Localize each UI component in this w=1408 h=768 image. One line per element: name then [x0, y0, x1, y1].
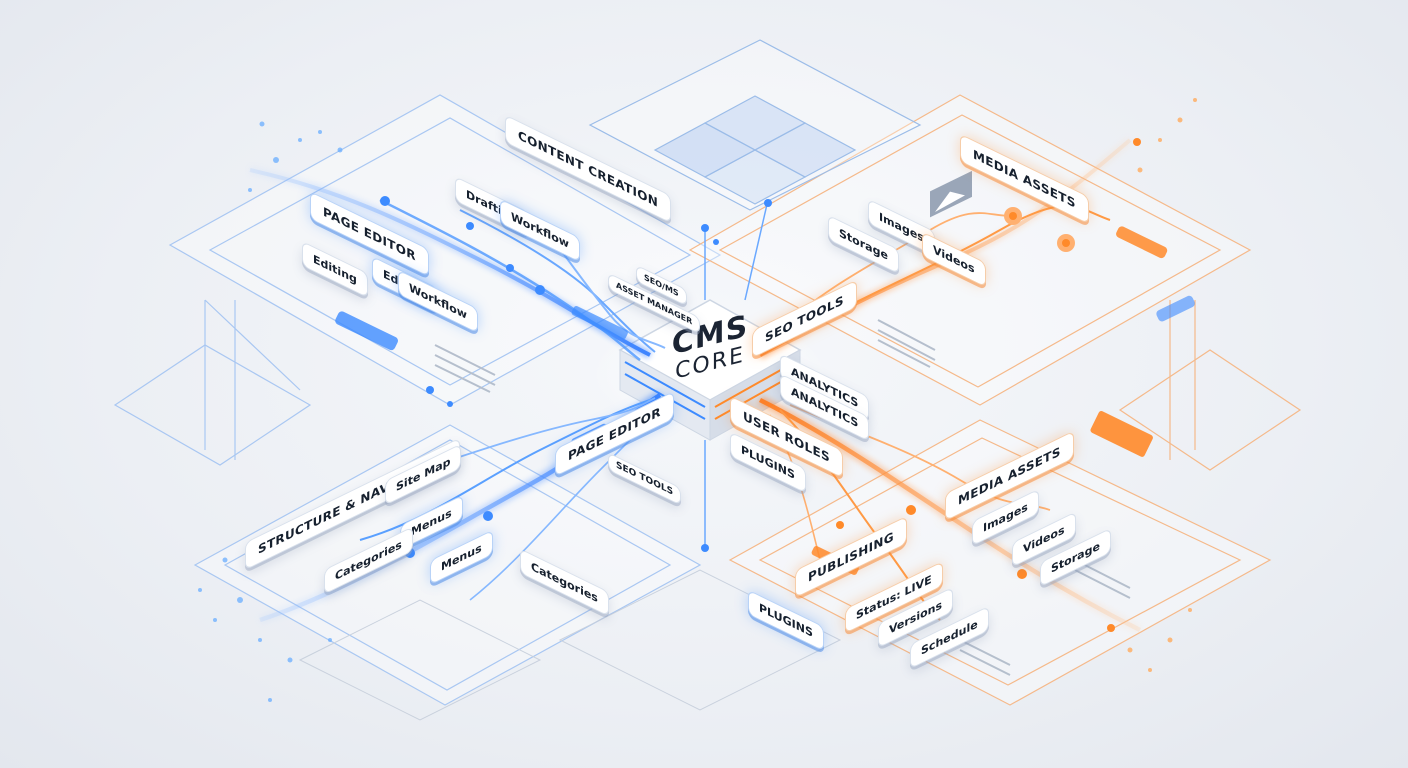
far-left-frame	[113, 299, 312, 466]
top-center-grid	[588, 39, 922, 211]
orange-particles	[1127, 98, 1197, 672]
far-right-frame	[1118, 300, 1302, 471]
orange-nodes	[836, 138, 1141, 632]
blue-particles	[198, 121, 343, 702]
text-line-decor	[434, 319, 1131, 676]
blue-nodes	[380, 196, 772, 558]
image-thumbnail-icon	[930, 170, 972, 218]
bottom-grid	[298, 569, 842, 721]
